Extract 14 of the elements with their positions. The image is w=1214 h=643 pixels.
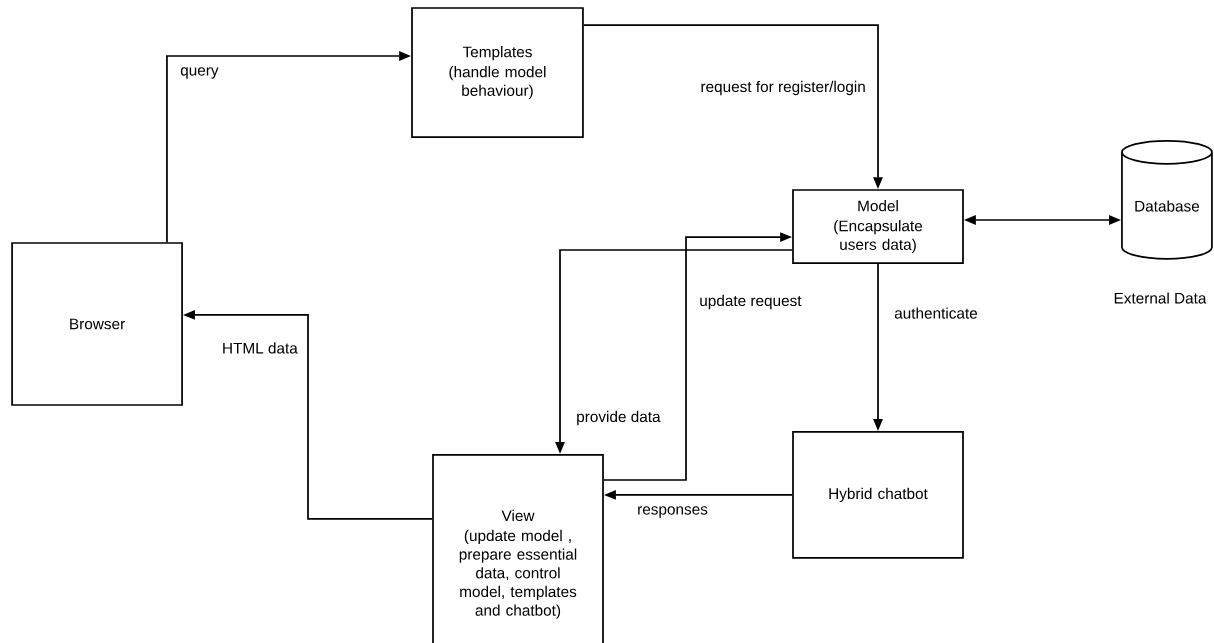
- process-box: Hybrid chatbot: [792, 431, 964, 559]
- edge-label: query: [180, 67, 219, 79]
- edge-label: HTML data: [223, 342, 298, 354]
- edge-label: responses: [638, 506, 708, 518]
- process-box: Model (Encapsulate users data): [792, 189, 964, 264]
- node-label: External Data: [1114, 292, 1207, 304]
- process-box: View (update model , prepare essential data, control model, templates and chatbot): [432, 454, 604, 643]
- edge-label: update request: [700, 294, 802, 310]
- process-box: Browser: [11, 242, 183, 406]
- edge-label: request for register/login: [701, 80, 865, 96]
- database-cylinder: Database: [1121, 140, 1213, 260]
- edge-label: provide data: [577, 410, 661, 426]
- edge-label: authenticate: [894, 307, 978, 319]
- process-box: Templates (handle model behaviour): [411, 7, 584, 138]
